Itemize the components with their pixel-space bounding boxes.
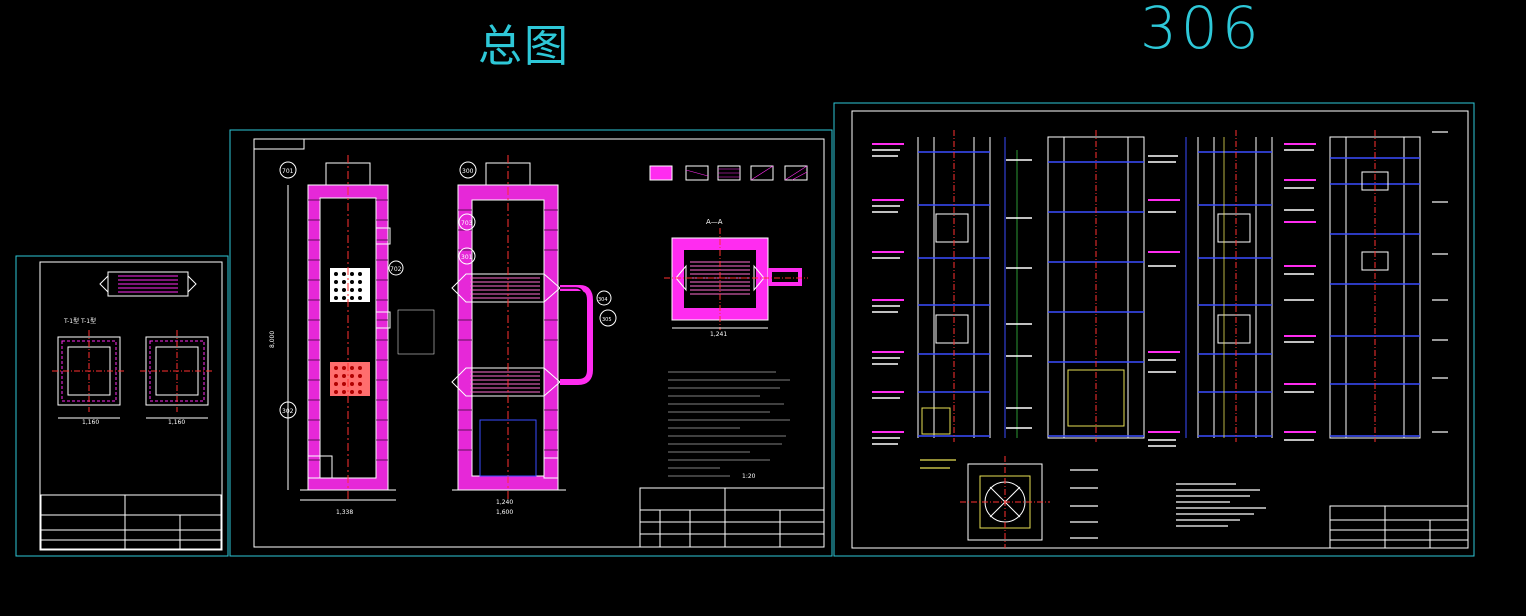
dim-label: 1,160: [168, 419, 185, 426]
balloon-label: 300: [462, 168, 474, 175]
balloon-302: [279, 401, 297, 419]
dim-label: 1,338: [336, 509, 353, 516]
balloon-label: 702: [390, 266, 402, 273]
elevation-marks: [1432, 131, 1448, 433]
balloon-702: [388, 260, 404, 276]
sheet-left: [15, 255, 229, 557]
model-label: T-1型 T-1型: [63, 317, 96, 325]
frame-leader-labels: [872, 143, 1316, 539]
sheet-number: 306: [1140, 0, 1263, 62]
steel-frames: [917, 130, 1421, 548]
dim-label: 1,600: [496, 509, 513, 516]
balloon-label: 305: [602, 317, 612, 323]
sheet-right: [833, 102, 1475, 557]
drawing-title: 总图: [478, 21, 570, 72]
balloon-703: [458, 213, 476, 231]
balloon-300: [459, 161, 477, 179]
dim-label: 1,240: [496, 499, 513, 506]
balloon-label: 703: [461, 220, 473, 227]
balloon-701: [279, 161, 297, 179]
left-heater-plan: [52, 271, 214, 419]
tower-elevation-1: [287, 155, 396, 501]
scale-label: 1:20: [742, 473, 756, 480]
balloon-label: 302: [282, 408, 294, 415]
height-dim: 8,000: [269, 331, 276, 348]
dim-label: 1,160: [82, 419, 99, 426]
section-aa: [664, 228, 808, 330]
technical-notes: [668, 371, 790, 477]
dim-label: 1,241: [710, 331, 727, 338]
tower-elevation-2: [451, 155, 617, 500]
balloon-301: [458, 247, 476, 265]
balloon-label: 701: [282, 168, 294, 175]
sheet-middle: [229, 129, 833, 557]
balloon-label: 304: [598, 297, 608, 303]
material-legend: [649, 165, 808, 181]
balloon-label: 301: [461, 254, 473, 261]
section-title: A—A: [706, 218, 723, 226]
